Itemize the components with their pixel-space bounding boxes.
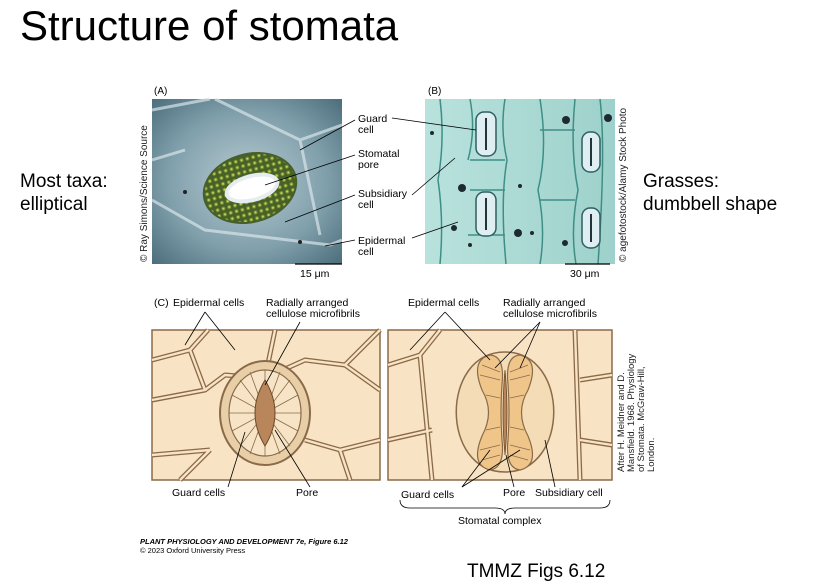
right-note-line-2: dumbbell shape bbox=[643, 194, 778, 215]
panel-c-left-guard-label: Guard cells bbox=[172, 487, 226, 499]
panel-c-left-radial-line-1: Radially arranged bbox=[266, 297, 349, 309]
panel-c-credit: After H. Meidner and D. Mansfield. 1968.… bbox=[616, 354, 657, 472]
panel-c-credit-line-4: London. bbox=[646, 437, 657, 472]
callout-guard-cell-line-2: cell bbox=[358, 124, 374, 136]
panel-c-right-subsidiary-label: Subsidiary cell bbox=[535, 487, 603, 499]
panel-c-right-epidermal-label: Epidermal cells bbox=[408, 297, 480, 309]
caption-copyright: © 2023 Oxford University Press bbox=[140, 546, 246, 555]
callout-epidermal-cell-line-1: Epidermal bbox=[358, 235, 406, 247]
callout-guard-cell-line-1: Guard bbox=[358, 113, 388, 125]
callout-subsidiary-cell: Subsidiary cell bbox=[358, 189, 407, 211]
panel-c-left-pore-label: Pore bbox=[296, 487, 319, 499]
callout-stomatal-pore: Stomatal pore bbox=[358, 149, 399, 171]
callout-stomatal-pore-line-2: pore bbox=[358, 159, 380, 171]
panel-b-credit: © agefotostock/Alamy Stock Photo bbox=[618, 107, 629, 262]
panel-c-callout-lines bbox=[184, 311, 611, 515]
panel-b-micrograph bbox=[425, 98, 615, 265]
panel-c-right-radial-line-1: Radially arranged bbox=[503, 297, 586, 309]
panel-c-left-epidermal-label: Epidermal cells bbox=[173, 297, 245, 309]
callout-epidermal-cell-line-2: cell bbox=[358, 246, 374, 258]
panel-c-right-pore-label: Pore bbox=[503, 487, 526, 499]
panel-a-letter: (A) bbox=[154, 86, 168, 97]
panel-c-stomatal-complex-label: Stomatal complex bbox=[458, 515, 542, 527]
panel-c-right-guard-label: Guard cells bbox=[401, 489, 455, 501]
panel-a-scale-label: 15 μm bbox=[300, 268, 330, 280]
left-note-line-2: elliptical bbox=[20, 194, 88, 215]
panel-c-letter: (C) bbox=[154, 297, 169, 309]
panel-a-credit: © Ray Simons/Science Source bbox=[139, 125, 150, 262]
panel-b-scale-label: 30 μm bbox=[570, 268, 600, 280]
footer-reference: TMMZ Figs 6.12 bbox=[467, 561, 606, 582]
page-title: Structure of stomata bbox=[20, 2, 399, 49]
callout-stomatal-pore-line-1: Stomatal bbox=[358, 148, 400, 160]
panel-c-right-radial-label: Radially arranged cellulose microfibrils bbox=[503, 298, 597, 320]
panel-c-left-radial-label: Radially arranged cellulose microfibrils bbox=[266, 298, 360, 320]
callout-subsidiary-cell-line-1: Subsidiary bbox=[358, 188, 408, 200]
caption-title: PLANT PHYSIOLOGY AND DEVELOPMENT 7e, Fig… bbox=[140, 537, 348, 546]
figure-caption: PLANT PHYSIOLOGY AND DEVELOPMENT 7e, Fig… bbox=[140, 537, 348, 555]
panel-c-left-radial-line-2: cellulose microfibrils bbox=[266, 308, 360, 320]
panel-b-letter: (B) bbox=[428, 86, 442, 97]
right-note: Grasses: dumbbell shape bbox=[643, 170, 777, 216]
panel-c-right-radial-line-2: cellulose microfibrils bbox=[503, 308, 597, 320]
callout-guard-cell: Guard cell bbox=[358, 114, 387, 136]
right-note-line-1: Grasses: bbox=[643, 171, 720, 192]
left-note: Most taxa: elliptical bbox=[20, 170, 108, 216]
panel-c-left-diagram bbox=[151, 328, 382, 482]
callout-epidermal-cell: Epidermal cell bbox=[358, 236, 405, 258]
left-note-line-1: Most taxa: bbox=[20, 171, 108, 192]
callout-lines bbox=[264, 117, 477, 247]
callout-subsidiary-cell-line-2: cell bbox=[358, 199, 374, 211]
panel-a-micrograph bbox=[151, 97, 343, 264]
panel-c-right-diagram bbox=[387, 328, 613, 481]
